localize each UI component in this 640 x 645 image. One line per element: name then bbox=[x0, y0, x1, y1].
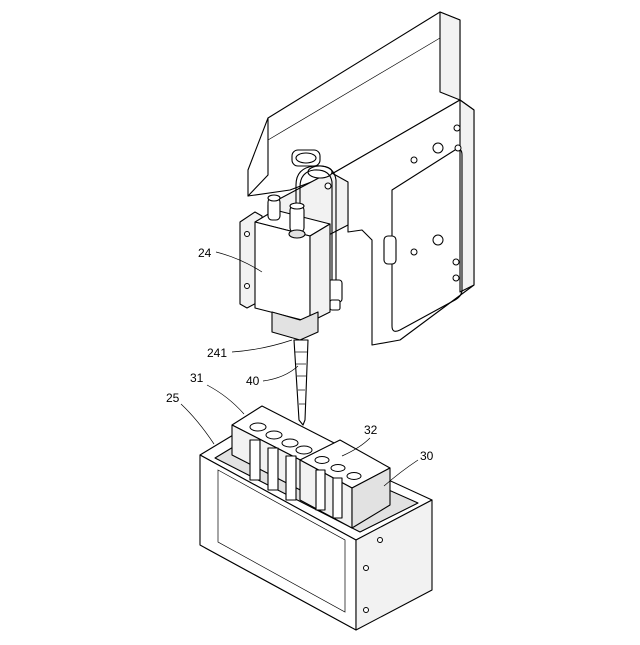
label-31: 31 bbox=[190, 371, 204, 385]
label-30: 30 bbox=[420, 449, 434, 463]
label-24: 24 bbox=[198, 246, 212, 260]
label-32: 32 bbox=[364, 423, 378, 437]
label-25: 25 bbox=[166, 391, 180, 405]
label-241: 241 bbox=[207, 346, 227, 360]
pipette-tip bbox=[294, 340, 308, 425]
label-40: 40 bbox=[246, 374, 260, 388]
